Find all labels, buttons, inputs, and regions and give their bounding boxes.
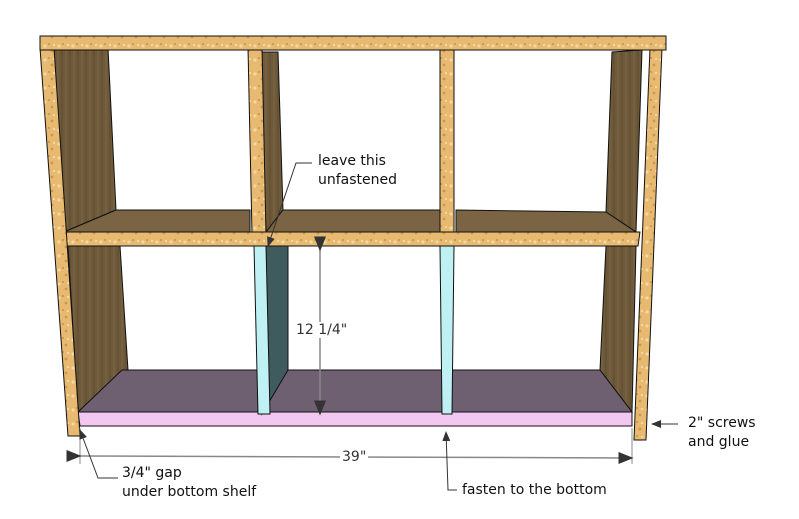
bottom-shelf-top: [76, 369, 634, 413]
leader-lines: [79, 162, 678, 491]
screws-note: 2" screws and glue: [688, 414, 756, 452]
width-dimension-label: 39": [340, 449, 369, 465]
note-line: under bottom shelf: [122, 484, 257, 500]
note-line: leave this: [318, 153, 386, 169]
upper-divider-right: [439, 47, 455, 235]
lower-dividers: [253, 245, 455, 416]
bottom-shelf-edge: [77, 411, 633, 427]
note-line: and glue: [688, 434, 750, 450]
note-line: unfastened: [318, 172, 398, 188]
height-dimension-label: 12 1/4": [294, 322, 350, 338]
inner-side-faces: [53, 47, 643, 414]
top-panel: [39, 35, 667, 51]
note-line: 2" screws: [688, 415, 756, 431]
gap-note: 3/4" gap under bottom shelf: [122, 464, 256, 502]
middle-shelf-edge: [63, 231, 641, 247]
note-line: 3/4" gap: [122, 465, 182, 481]
fasten-note: fasten to the bottom: [462, 482, 607, 498]
leave-unfastened-note: leave this unfastened: [318, 152, 397, 190]
